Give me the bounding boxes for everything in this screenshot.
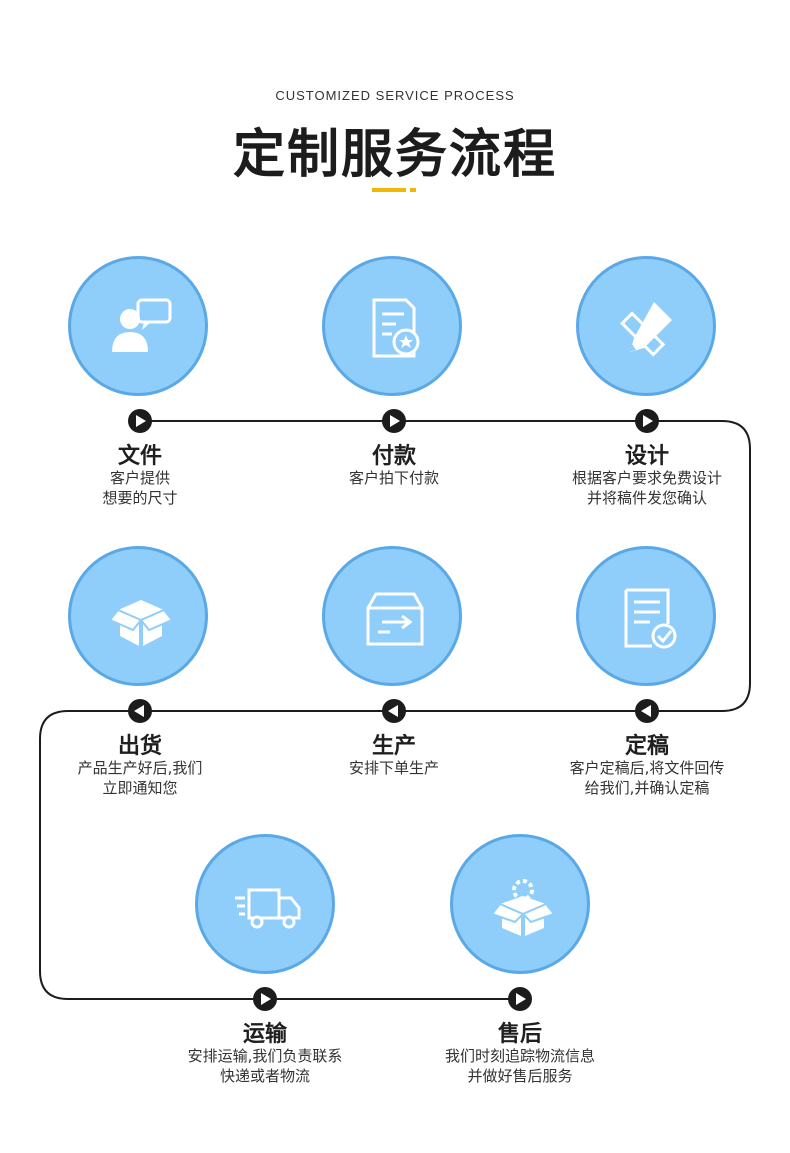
step-circle-shipment (68, 546, 208, 686)
step-title: 出货 (117, 734, 162, 759)
play-right-icon (253, 987, 277, 1011)
step-circle-aftersales (450, 834, 590, 974)
delivery-truck-icon (235, 888, 301, 929)
step-desc-line1: 客户拍下付款 (348, 469, 439, 487)
play-left-icon (128, 699, 152, 723)
page-subtitle: CUSTOMIZED SERVICE PROCESS (275, 88, 515, 103)
box-gear-icon (490, 879, 556, 936)
step-desc-line1: 安排下单生产 (348, 759, 439, 777)
play-left-icon (382, 699, 406, 723)
document-badge-icon (372, 298, 420, 358)
step-circle-file (68, 256, 208, 396)
play-left-icon (635, 699, 659, 723)
customer-chat-icon (112, 298, 172, 352)
step-circle-design (576, 256, 716, 396)
step-desc-line1: 客户定稿后,将文件回传 (569, 759, 725, 777)
step-desc-line1: 安排运输,我们负责联系 (187, 1047, 343, 1065)
step-title: 生产 (371, 734, 416, 759)
step-desc-line2: 并做好售后服务 (467, 1067, 573, 1085)
step-desc-line2: 并将稿件发您确认 (586, 489, 707, 507)
step-title: 售后 (497, 1022, 542, 1047)
step-title: 运输 (242, 1022, 287, 1047)
step-desc-line2: 快递或者物流 (219, 1067, 310, 1085)
step-title: 定稿 (624, 734, 669, 759)
page-title: 定制服务流程 (232, 125, 557, 185)
step-desc-line2: 给我们,并确认定稿 (584, 779, 710, 797)
title-underline-dot (410, 188, 416, 192)
checklist-icon (624, 588, 677, 649)
step-desc-line2: 想要的尺寸 (102, 489, 178, 507)
play-right-icon (128, 409, 152, 433)
play-right-icon (635, 409, 659, 433)
step-title: 付款 (371, 444, 416, 469)
play-right-icon (382, 409, 406, 433)
play-right-icon (508, 987, 532, 1011)
step-circle-transport (195, 834, 335, 974)
step-desc-line1: 根据客户要求免费设计 (571, 469, 722, 487)
step-desc-line1: 客户提供 (109, 469, 170, 487)
title-underline (372, 188, 406, 192)
pencil-ruler-icon (620, 302, 672, 357)
step-circle-production (322, 546, 462, 686)
step-desc-line1: 产品生产好后,我们 (77, 759, 203, 777)
step-title: 文件 (117, 444, 162, 469)
package-arrow-icon (366, 592, 424, 646)
open-box-icon (108, 600, 174, 646)
step-desc-line1: 我们时刻追踪物流信息 (444, 1047, 595, 1065)
step-title: 设计 (624, 444, 669, 469)
step-circle-finalize (576, 546, 716, 686)
step-circle-payment (322, 256, 462, 396)
step-desc-line2: 立即通知您 (102, 779, 178, 797)
